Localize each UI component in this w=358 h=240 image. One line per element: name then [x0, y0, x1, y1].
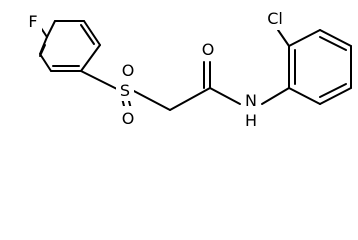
- amide-hydrogen-label-bg: [241, 110, 261, 130]
- amide-hydrogen-label: H: [245, 111, 257, 130]
- ring-bond: [319, 87, 352, 105]
- carbonyl-oxygen-label-bg: [199, 38, 217, 60]
- sulfonyl-oxygen-top-label: O: [122, 61, 135, 80]
- ring-bond: [80, 44, 101, 72]
- atom-labels: F S O O O N H Cl: [24, 6, 291, 130]
- fluorophenyl-ring: [39, 20, 101, 72]
- sulfonyl-oxygen-bottom-label-bg: [119, 106, 137, 128]
- ring-bond-double: [80, 24, 95, 45]
- bond-ring-cl: [277, 29, 290, 47]
- chemical-structure-diagram: F S O O O N H Cl: [24, 6, 352, 130]
- ring-bond: [46, 20, 56, 38]
- ring-bond-double: [319, 83, 347, 98]
- chlorine-label-bg: [259, 6, 291, 30]
- carbonyl-oxygen-label: O: [202, 40, 215, 59]
- fluorine-label-bg: [24, 10, 42, 32]
- ring-bond: [83, 20, 101, 46]
- amide-nitrogen-label-bg: [241, 90, 261, 110]
- ring-bond: [319, 29, 352, 47]
- bond-n-ring: [261, 87, 290, 105]
- bond-ring-s: [80, 70, 120, 91]
- amide-nitrogen-label: N: [245, 91, 257, 110]
- chlorophenyl-ring: [277, 29, 352, 105]
- ring-bond: [39, 53, 52, 72]
- fluorine-label: F: [28, 12, 37, 31]
- bond-s-ch2: [131, 89, 171, 111]
- ring-bond: [288, 29, 321, 47]
- bond-carbonyl-n: [209, 87, 241, 105]
- ring-bond-double: [319, 36, 347, 51]
- sulfur-label: S: [120, 81, 130, 100]
- sulfur-label-bg: [116, 79, 134, 101]
- sulfonyl-oxygen-top-label-bg: [119, 60, 137, 80]
- ring-bond: [288, 87, 321, 105]
- bond-ch2-carbonyl: [169, 87, 211, 111]
- chlorine-label: Cl: [267, 9, 283, 28]
- sulfonyl-oxygen-bottom-label: O: [122, 109, 135, 128]
